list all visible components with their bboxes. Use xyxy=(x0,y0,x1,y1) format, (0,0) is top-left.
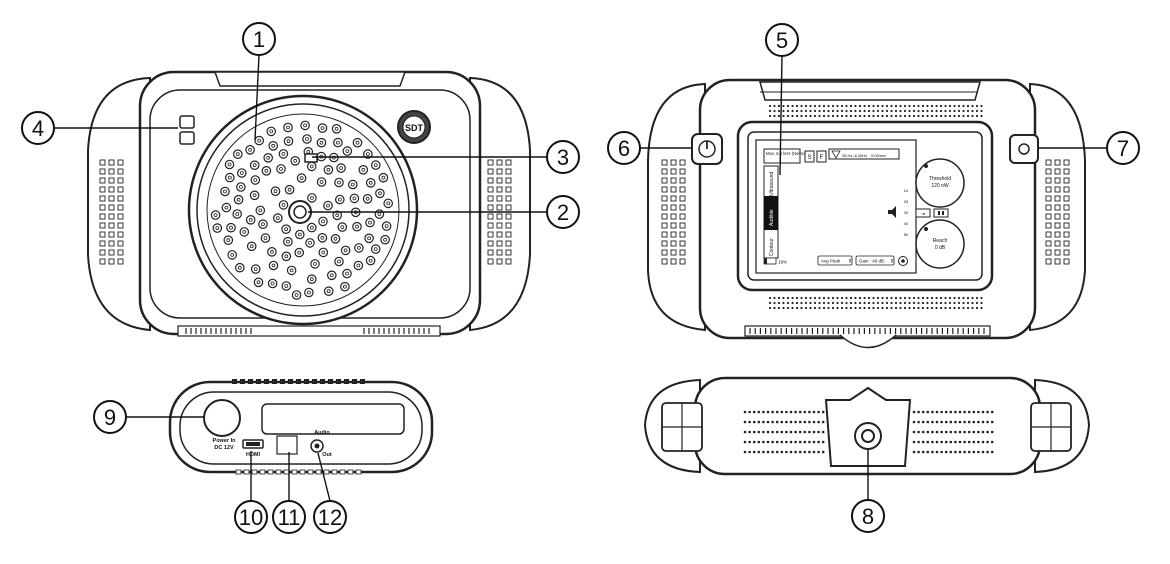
microphone-holes xyxy=(210,120,393,300)
back-top-vent-grid xyxy=(768,104,983,118)
frequency-mode-line1: Max. 6.2 kHz (Normal) xyxy=(766,151,808,156)
battery-percent: 19% xyxy=(778,260,787,265)
s-button[interactable] xyxy=(804,150,815,163)
svg-text:4: 4 xyxy=(32,116,44,141)
tripod-vent-grid xyxy=(743,410,994,454)
right-vent-grid xyxy=(487,159,512,265)
callout-8: 8 xyxy=(851,499,885,533)
callout-9: 9 xyxy=(93,400,127,434)
tab-ultrasound[interactable]: Ultrasound xyxy=(769,172,775,196)
threshold-label: Threshold xyxy=(929,176,951,182)
touchscreen-display[interactable]: Max. 6.2 kHz (Normal) S F 28 Hz–6.2kHz 0… xyxy=(755,139,917,274)
svg-text:10: 10 xyxy=(239,505,263,530)
filter-icon xyxy=(831,150,841,159)
s-button-label: S xyxy=(807,155,811,161)
back-view: Max. 6.2 kHz (Normal) S F 28 Hz–6.2kHz 0… xyxy=(647,78,1086,349)
callout-5: 5 xyxy=(765,23,799,57)
ports-view: Power In DC 12V HDMI Audio Out xyxy=(168,379,434,475)
gain-label: Gain : 40 dB xyxy=(859,259,884,264)
callout-10: 10 xyxy=(234,500,268,534)
speaker-icon[interactable] xyxy=(888,206,896,218)
tick-30: 30 xyxy=(904,210,909,215)
audio-label: Audio xyxy=(314,430,330,436)
reach-dial[interactable] xyxy=(915,219,965,269)
power-in-label: Power In xyxy=(213,438,237,444)
svg-text:1: 1 xyxy=(253,27,265,52)
status-bar xyxy=(828,148,900,160)
tab-audible-active[interactable] xyxy=(764,196,778,230)
threshold-dial[interactable] xyxy=(915,158,965,208)
tick-10: 10 xyxy=(904,188,909,193)
sd-card-cover[interactable] xyxy=(261,403,405,435)
avg-peak-label: Avg Peak xyxy=(821,259,841,264)
svg-text:5: 5 xyxy=(776,28,788,53)
back-left-vent-grid xyxy=(661,159,686,265)
plug-icon: ⇥ xyxy=(921,212,925,218)
svg-text:SDT: SDT xyxy=(405,123,424,133)
hdmi-label: HDMI xyxy=(246,452,261,458)
tick-40: 40 xyxy=(904,221,909,226)
svg-text:11: 11 xyxy=(278,505,301,530)
gain-chevron-icon: ⇕ xyxy=(890,259,894,265)
callout-3: 3 xyxy=(546,140,580,174)
svg-text:7: 7 xyxy=(1117,136,1129,161)
front-view: SDT xyxy=(87,70,531,337)
screen-right-panel: Threshold 120 nW 10 20 30 40 50 ⇥ Reach … xyxy=(888,158,965,269)
tab-contour[interactable]: Contour xyxy=(769,238,775,256)
back-bottom-ticks xyxy=(749,328,985,334)
power-in-voltage: DC 12V xyxy=(214,445,234,451)
tripod-view xyxy=(643,376,1091,476)
power-in-port[interactable] xyxy=(203,399,241,437)
callout-11: 11 xyxy=(272,500,306,534)
tick-20: 20 xyxy=(904,199,909,204)
left-vent-grid xyxy=(99,159,124,265)
svg-text:12: 12 xyxy=(318,505,342,530)
tab-audible[interactable]: Audible xyxy=(769,209,775,226)
laser-window-bottom xyxy=(179,131,195,145)
tick-50: 50 xyxy=(904,232,909,237)
frequency-mode-box[interactable] xyxy=(763,148,801,164)
callout-7: 7 xyxy=(1106,131,1140,165)
svg-text:8: 8 xyxy=(862,504,874,529)
gain-select[interactable] xyxy=(855,255,895,266)
f-button-label: F xyxy=(820,155,824,161)
svg-text:2: 2 xyxy=(557,200,569,225)
callout-2: 2 xyxy=(546,195,580,229)
avg-chevron-icon: ⇕ xyxy=(848,259,852,265)
light-sensor xyxy=(304,153,318,163)
audio-out-label: Out xyxy=(322,452,332,458)
avg-peak-select[interactable] xyxy=(817,255,853,266)
f-button[interactable] xyxy=(816,150,827,163)
svg-text:3: 3 xyxy=(557,145,569,170)
headphone-toggle[interactable] xyxy=(915,208,931,218)
usb-port[interactable] xyxy=(276,435,298,455)
reach-label: Reach xyxy=(933,238,948,244)
back-bottom-vent-grid xyxy=(768,296,983,310)
callout-1: 1 xyxy=(242,22,276,56)
laser-window-top xyxy=(179,115,195,129)
status-text: 28 Hz–6.2kHz xyxy=(842,153,867,158)
ports-top-vents xyxy=(232,379,365,384)
bottom-vent-ticks xyxy=(185,328,430,334)
capture-icon xyxy=(1018,143,1030,155)
pause-toggle[interactable] xyxy=(933,208,949,218)
reach-value: 0 dB xyxy=(935,245,946,251)
ports-bottom-vents xyxy=(235,469,362,475)
back-right-vent-grid xyxy=(1045,159,1070,265)
time-label: 0:05/sec xyxy=(871,153,886,158)
threshold-value: 120 nW xyxy=(931,183,949,189)
callout-6: 6 xyxy=(607,131,641,165)
svg-text:6: 6 xyxy=(618,136,630,161)
svg-text:9: 9 xyxy=(104,405,116,430)
callout-4: 4 xyxy=(21,111,55,145)
leader-lines xyxy=(54,54,1107,502)
callout-12: 12 xyxy=(313,500,347,534)
